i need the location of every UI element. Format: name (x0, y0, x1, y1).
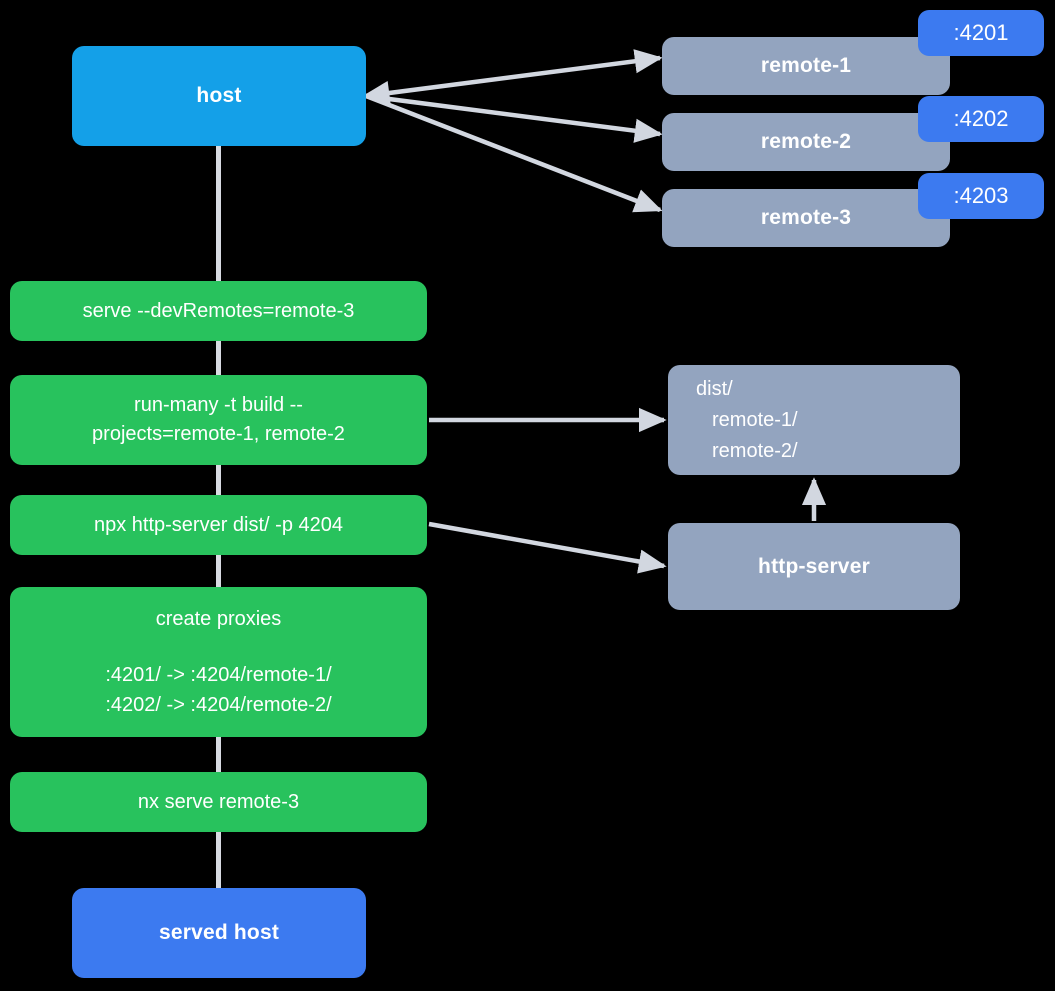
proxy-mapping-1: :4201/ -> :4204/remote-1/ (105, 663, 332, 686)
port-badge-remote-3: :4203 (918, 173, 1044, 219)
port-badge-remote-1: :4201 (918, 10, 1044, 56)
node-http-server[interactable]: http-server (668, 523, 960, 610)
command-run-many-line2: projects=remote-1, remote-2 (92, 423, 345, 445)
port-badge-remote-2: :4202 (918, 96, 1044, 142)
node-host[interactable]: host (72, 46, 366, 146)
command-create-proxies-title: create proxies (155, 607, 282, 630)
command-nx-serve-remote-3-label: nx serve remote-3 (137, 790, 300, 813)
port-badge-remote-3-label: :4203 (953, 183, 1009, 208)
command-run-many[interactable]: run-many -t build -- projects=remote-1, … (10, 375, 427, 465)
node-served-host-label: served host (158, 921, 280, 944)
command-npx-http-server[interactable]: npx http-server dist/ -p 4204 (10, 495, 427, 555)
dist-line-remote-1: remote-1/ (712, 408, 798, 431)
node-remote-3[interactable]: remote-3 (662, 189, 950, 247)
command-serve-devremotes-label: serve --devRemotes=remote-3 (82, 299, 355, 322)
node-host-label: host (196, 84, 242, 107)
edge-npx-httpserver (428, 521, 667, 574)
dist-line-root: dist/ (696, 377, 733, 400)
edge-host-remote-3 (365, 93, 663, 213)
node-remote-2-label: remote-2 (760, 130, 852, 153)
node-remote-3-label: remote-3 (760, 206, 852, 229)
command-npx-http-server-label: npx http-server dist/ -p 4204 (93, 513, 343, 536)
edge-host-remote-1 (361, 49, 663, 106)
command-create-proxies[interactable]: create proxies :4201/ -> :4204/remote-1/… (10, 587, 427, 737)
node-dist-folder[interactable]: dist/ remote-1/ remote-2/ (668, 365, 960, 475)
proxy-mapping-2: :4202/ -> :4204/remote-2/ (105, 693, 332, 716)
node-served-host[interactable]: served host (72, 888, 366, 978)
edge-host-remote-2 (365, 93, 663, 143)
command-run-many-line1: run-many -t build -- (134, 394, 303, 416)
node-http-server-label: http-server (758, 554, 870, 578)
command-serve-devremotes[interactable]: serve --devRemotes=remote-3 (10, 281, 427, 341)
node-remote-1-label: remote-1 (760, 54, 852, 77)
node-remote-1[interactable]: remote-1 (662, 37, 950, 95)
dist-line-remote-2: remote-2/ (712, 439, 798, 462)
port-badge-remote-2-label: :4202 (953, 106, 1009, 131)
command-nx-serve-remote-3[interactable]: nx serve remote-3 (10, 772, 427, 832)
node-remote-2[interactable]: remote-2 (662, 113, 950, 171)
port-badge-remote-1-label: :4201 (953, 20, 1009, 45)
